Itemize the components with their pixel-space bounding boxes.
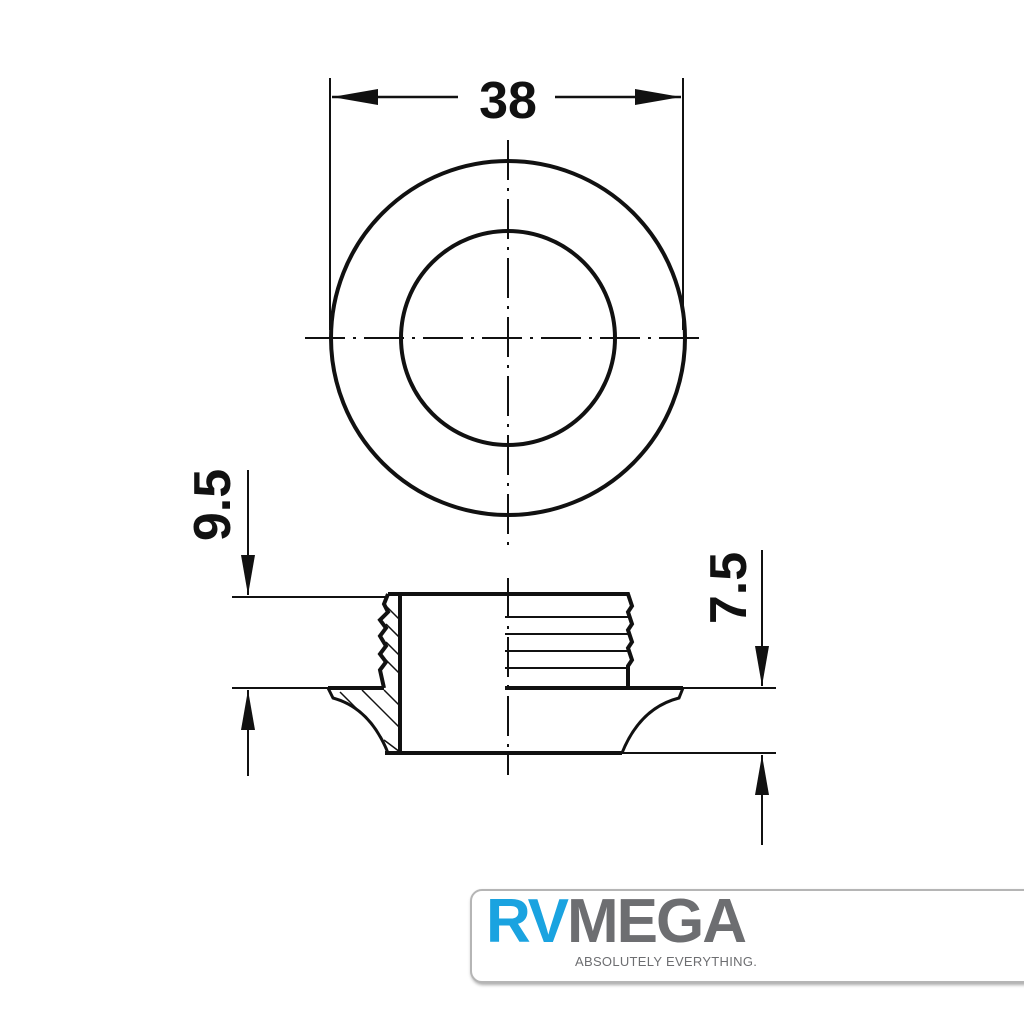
logo-mega: MEGA	[567, 887, 747, 956]
flange-curve-right	[620, 687, 685, 754]
dimension-label-thread-height: 7.5	[700, 552, 758, 624]
side-view	[232, 470, 776, 845]
dimension-label-total-height: 9.5	[184, 469, 242, 541]
logo-wordmark: RVMEGA	[486, 891, 747, 953]
logo-tagline: ABSOLUTELY EVERYTHING.	[575, 954, 758, 969]
brand-logo: RVMEGA ABSOLUTELY EVERYTHING.	[470, 889, 1024, 983]
dimension-label-diameter: 38	[479, 72, 537, 130]
flange-curve-left	[326, 687, 390, 754]
section-hatching	[339, 605, 401, 753]
top-view	[305, 78, 705, 548]
body-outline-right	[388, 592, 635, 688]
body-outline-left	[377, 593, 391, 689]
logo-rv: RV	[486, 887, 569, 956]
